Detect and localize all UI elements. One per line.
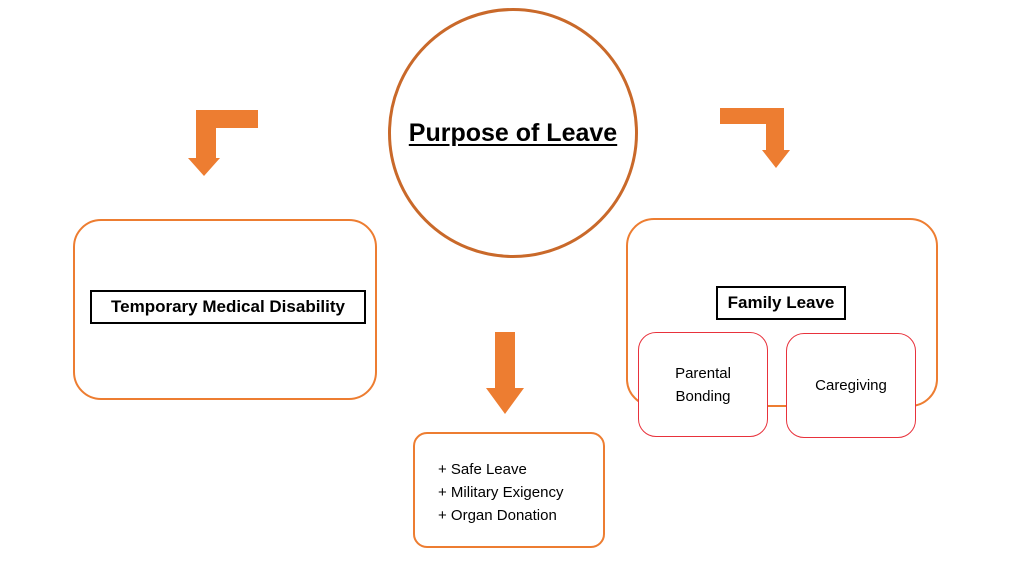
other-leave-list: + Safe Leave + Military Exigency + Organ… [438, 458, 603, 527]
purpose-circle: Purpose of Leave [388, 8, 638, 258]
down-arrow [484, 330, 526, 416]
right-bent-arrow [718, 106, 794, 170]
caregiving-label: Caregiving [815, 377, 887, 394]
parental-bonding-label: Parental Bonding [675, 364, 731, 405]
list-item: + Organ Donation [438, 507, 557, 524]
list-item: + Military Exigency [438, 484, 564, 501]
purpose-title: Purpose of Leave [408, 118, 618, 147]
caregiving-box: Caregiving [786, 333, 916, 438]
family-leave-label: Family Leave [716, 286, 846, 320]
left-bent-arrow [186, 108, 262, 178]
other-leave-box: + Safe Leave + Military Exigency + Organ… [413, 432, 605, 548]
parental-bonding-box: Parental Bonding [638, 332, 768, 437]
list-item: + Safe Leave [438, 461, 527, 478]
temporary-medical-disability-label: Temporary Medical Disability [90, 290, 366, 324]
